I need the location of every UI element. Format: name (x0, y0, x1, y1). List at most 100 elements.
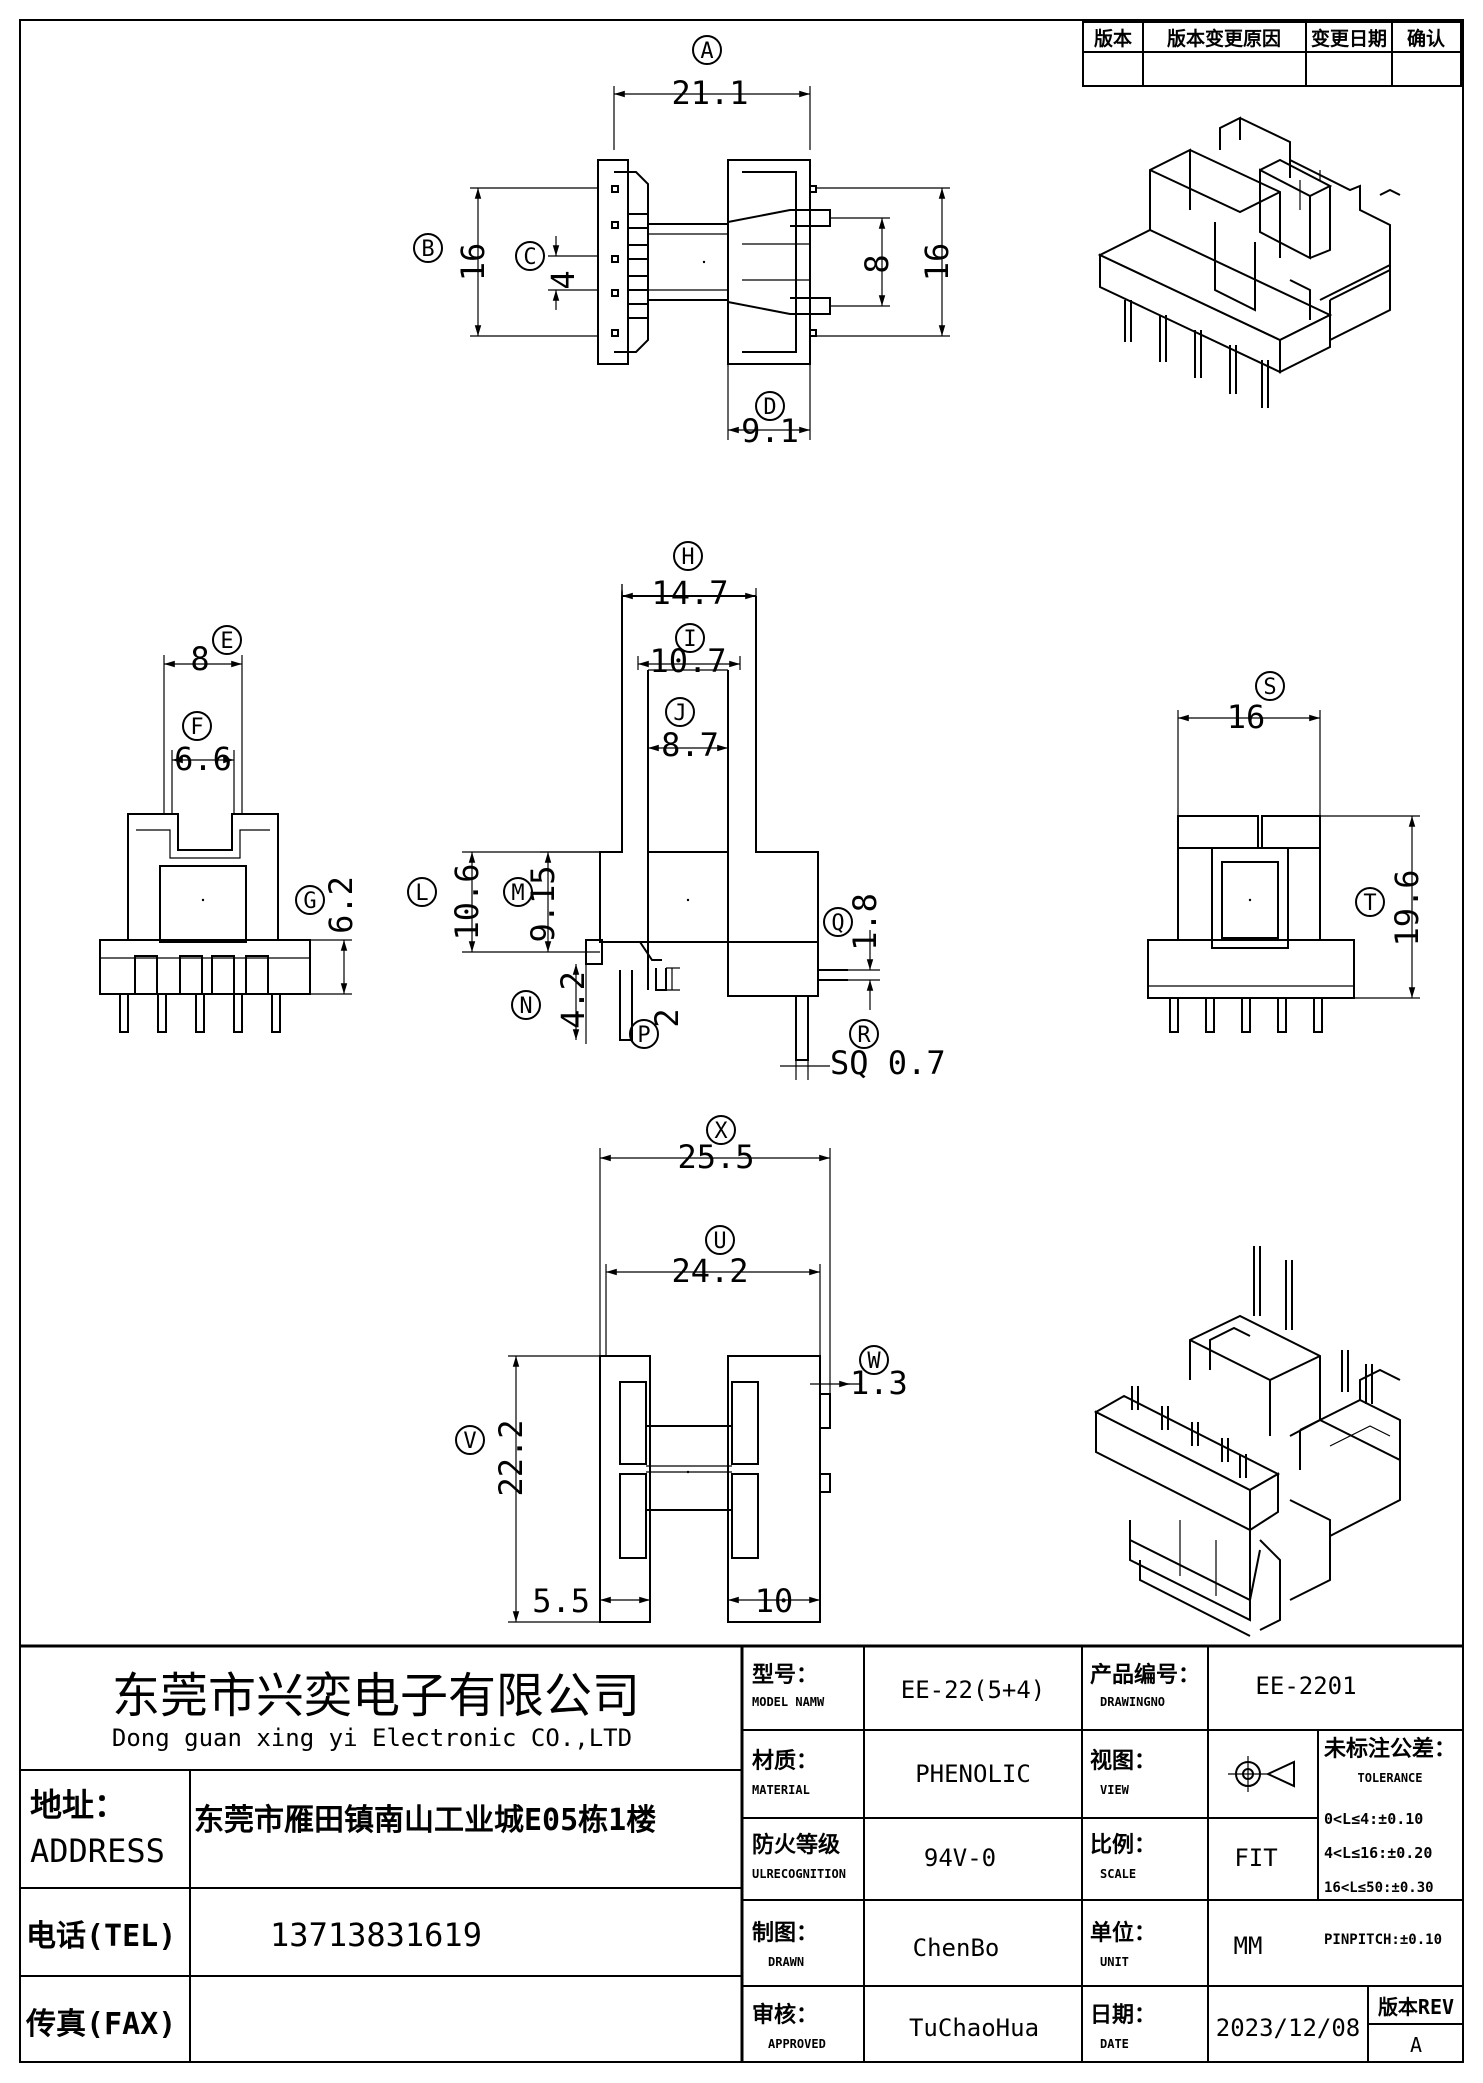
first-angle-projection-icon (1228, 1756, 1295, 1792)
company-name-cn: 东莞市兴奕电子有限公司 (112, 1668, 640, 1724)
dim-G-value: 6.2 (322, 876, 360, 934)
fire-value: 94V-0 (924, 1844, 996, 1872)
address-value: 东莞市雁田镇南山工业城E05栋1楼 (194, 1803, 656, 1838)
approved-label-en: APPROVED (768, 2037, 826, 2051)
dim-Q-value: 1.8 (846, 893, 884, 951)
date-value: 2023/12/08 (1216, 2014, 1361, 2042)
dim-T-value: 19.6 (1388, 869, 1426, 946)
model-label-en: MODEL NAMW (752, 1695, 825, 1709)
dim-J-id: J (673, 701, 686, 726)
view-label-cn: 视图： (1090, 1748, 1156, 1774)
fire-label-cn: 防火等级 (752, 1832, 840, 1858)
fax-label: 传真(FAX) (25, 2007, 176, 2042)
dim-P-value: 2 (648, 1008, 686, 1027)
drawing-no-label-en: DRAWINGNO (1100, 1695, 1165, 1709)
front-view (462, 584, 880, 1080)
dim-U-value: 24.2 (671, 1252, 748, 1290)
drawing-no-value: EE-2201 (1255, 1672, 1356, 1700)
dim-B-id: B (421, 237, 434, 262)
material-value: PHENOLIC (915, 1760, 1031, 1788)
address-label-cn: 地址： (30, 1786, 126, 1824)
dim-E-value: 8 (190, 640, 209, 678)
date-label-en: DATE (1100, 2037, 1129, 2051)
dim-A-id: A (700, 39, 713, 64)
dim-L-id: L (415, 881, 428, 906)
dim-Q-id: Q (831, 911, 844, 936)
dim-H-id: H (681, 545, 694, 570)
view-label-en: VIEW (1100, 1783, 1130, 1797)
revision-table: 版本 版本变更原因 变更日期 确认 (1082, 21, 1462, 87)
isometric-view-bottom (1093, 1246, 1401, 1637)
drawn-label-en: DRAWN (768, 1955, 804, 1969)
dim-J-value: 8.7 (661, 726, 719, 764)
dim-W-value: 1.3 (850, 1364, 908, 1402)
scale-value: FIT (1234, 1844, 1277, 1872)
dim-U-id: U (713, 1229, 726, 1254)
side-view-right (1147, 710, 1420, 1033)
scale-label-cn: 比例： (1090, 1833, 1156, 1858)
dim-G-id: G (303, 889, 316, 914)
dim-W-id: W (867, 1349, 881, 1374)
dim-F-value: 6.6 (174, 740, 232, 778)
dim-D-id: D (763, 395, 776, 420)
rev-label: 版本REV (1378, 1995, 1454, 2019)
isometric-view-top (1097, 116, 1401, 408)
dim-16-top-right-value: 16 (918, 243, 956, 282)
dim-V-value: 22.2 (492, 1419, 530, 1496)
tolerance-line-2: 4<L≤16:±0.20 (1324, 1844, 1432, 1862)
unit-value: MM (1234, 1932, 1263, 1960)
tolerance-label-cn: 未标注公差： (1324, 1736, 1456, 1762)
dim-X-id: X (714, 1119, 728, 1144)
tolerance-line-3: 16<L≤50:±0.30 (1324, 1880, 1434, 1896)
bottom-view (508, 1148, 860, 1623)
dim-M-id: M (511, 881, 524, 906)
approved-label-cn: 审核： (752, 2002, 818, 2028)
dim-N-id: N (519, 994, 532, 1019)
dim-R-value: SQ 0.7 (830, 1044, 946, 1082)
rev-header-reason: 版本变更原因 (1167, 27, 1281, 50)
date-label-cn: 日期： (1090, 2003, 1156, 2028)
drawn-value: ChenBo (913, 1934, 1000, 1962)
dim-S-value: 16 (1227, 698, 1266, 736)
tel-value: 13713831619 (270, 1916, 482, 1954)
model-label-cn: 型号： (752, 1663, 818, 1688)
dim-A-value: 21.1 (671, 74, 748, 112)
rev-header-version: 版本 (1094, 27, 1132, 50)
material-label-en: MATERIAL (752, 1783, 810, 1797)
drawing-no-label-cn: 产品编号： (1090, 1662, 1200, 1688)
tolerance-line-4: PINPITCH:±0.10 (1324, 1932, 1442, 1948)
dim-H-value: 14.7 (651, 574, 728, 612)
tel-label: 电话(TEL) (26, 1919, 176, 1954)
unit-label-cn: 单位： (1090, 1920, 1156, 1946)
rev-value: A (1410, 2033, 1422, 2057)
tolerance-line-1: 0<L≤4:±0.10 (1324, 1810, 1423, 1828)
model-value: EE-22(5+4) (901, 1676, 1046, 1704)
dim-B-value: 16 (454, 243, 492, 282)
dim-E-id: E (220, 629, 233, 654)
dim-X-value: 25.5 (677, 1138, 754, 1176)
dim-D-value: 9.1 (741, 412, 799, 450)
dim-L-value: 10.6 (448, 863, 486, 940)
approved-value: TuChaoHua (909, 2014, 1039, 2042)
dim-I-value: 10.7 (649, 642, 726, 680)
dim-I-id: I (683, 627, 696, 652)
dim-10-value: 10 (755, 1582, 794, 1620)
title-block-grid (20, 1644, 1463, 2062)
dim-P-id: P (637, 1023, 650, 1048)
dim-S-id: S (1263, 675, 1276, 700)
unit-label-en: UNIT (1100, 1955, 1129, 1969)
drawn-label-cn: 制图： (752, 1921, 818, 1946)
scale-label-en: SCALE (1100, 1867, 1136, 1881)
dim-5-5-value: 5.5 (532, 1582, 590, 1620)
rev-header-date: 变更日期 (1311, 27, 1387, 50)
dim-N-value: 4.2 (554, 971, 592, 1029)
top-view (470, 86, 950, 440)
dim-R-id: R (857, 1023, 871, 1048)
dim-M-value: 9.15 (524, 865, 562, 942)
fire-label-en: ULRECOGNITION (752, 1867, 846, 1881)
address-label-en: ADDRESS (30, 1832, 165, 1870)
dim-C-id: C (523, 245, 536, 270)
dim-F-id: F (190, 715, 203, 740)
dim-C-value: 4 (544, 270, 582, 289)
